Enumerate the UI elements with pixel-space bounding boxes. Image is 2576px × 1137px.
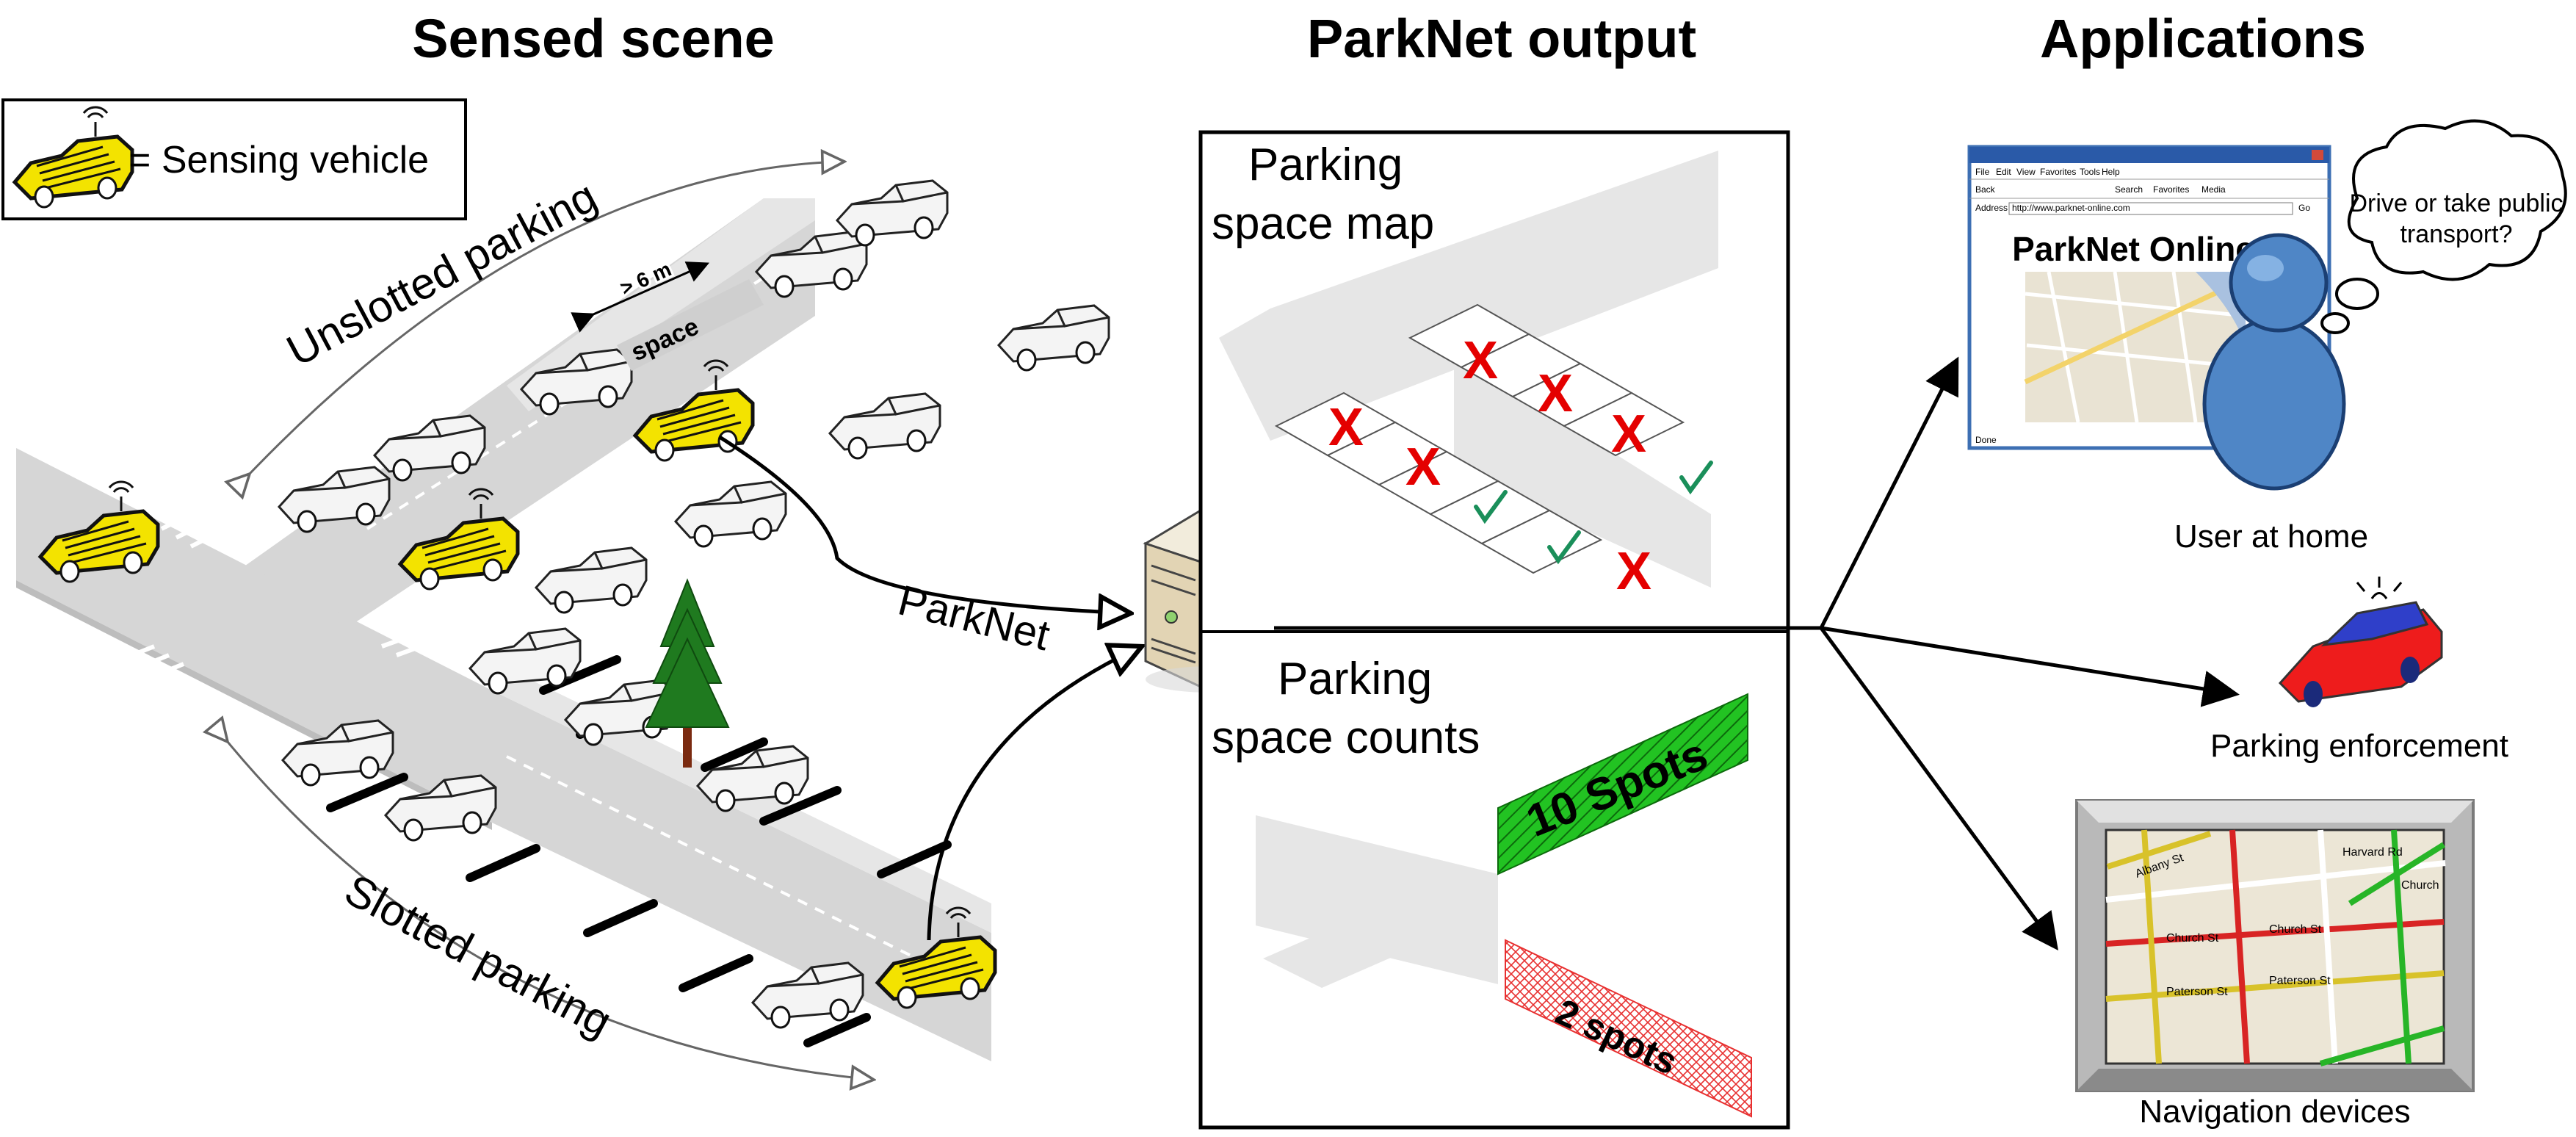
free-check-icon <box>1547 530 1581 565</box>
occupied-mark: X <box>1463 331 1498 390</box>
nav-street-label: Church St <box>2269 923 2322 936</box>
police-car-icon <box>2278 577 2443 707</box>
browser-search-button[interactable]: Search <box>2115 184 2143 195</box>
free-check-icon <box>1474 490 1508 524</box>
browser-menu-edit[interactable]: Edit <box>1996 167 2011 177</box>
upload-link-bottom <box>927 646 1142 941</box>
browser-go-button[interactable]: Go <box>2298 203 2310 213</box>
parking-enforcement-label: Parking enforcement <box>2210 728 2508 764</box>
counts-road-2 <box>1263 881 1498 988</box>
red-spots-bar <box>1505 939 1752 1118</box>
map-road-1 <box>1219 151 1718 441</box>
nav-street-label: Church <box>2401 879 2439 892</box>
green-spots-bar <box>1497 693 1748 876</box>
occupied-mark: X <box>1538 364 1573 423</box>
browser-back-button[interactable]: Back <box>1975 184 1996 195</box>
header-sensed-scene: Sensed scene <box>412 8 775 69</box>
parknet-link-label: ParkNet <box>894 577 1054 660</box>
nav-street-label: Harvard Rd <box>2342 846 2403 859</box>
browser-menu-favorites[interactable]: Favorites <box>2040 167 2076 177</box>
browser-menu-file[interactable]: File <box>1975 167 1990 177</box>
counts-title-line2: space counts <box>1212 712 1480 763</box>
map-title-line2: space map <box>1212 198 1434 249</box>
browser-address-field[interactable]: http://www.parknet-online.com <box>2012 203 2130 213</box>
navigation-devices-label: Navigation devices <box>2139 1094 2410 1130</box>
header-parknet-output: ParkNet output <box>1307 8 1696 69</box>
sensed-scene: space > 6 m Unslotted parking Slotted pa… <box>16 162 1142 1080</box>
browser-menu-help[interactable]: Help <box>2102 167 2120 177</box>
unslotted-arc <box>250 162 844 474</box>
occupied-mark: X <box>1616 542 1651 601</box>
counts-title-line1: Parking <box>1278 654 1432 704</box>
legend-text: = Sensing vehicle <box>129 139 429 181</box>
map-title-line1: Parking <box>1248 140 1403 190</box>
browser-menu-view[interactable]: View <box>2016 167 2036 177</box>
user-at-home-label: User at home <box>2174 519 2368 555</box>
thought-line2: transport? <box>2400 220 2512 248</box>
upload-link-top <box>718 435 1131 613</box>
distribution-arrows <box>1274 356 2240 951</box>
crosswalk <box>116 512 435 681</box>
browser-status: Done <box>1975 435 1997 445</box>
occupied-mark: X <box>1611 405 1646 463</box>
nav-street-label: Paterson St <box>2166 986 2228 998</box>
browser-map <box>2024 271 2247 423</box>
tree-icon <box>645 578 730 768</box>
slotted-arc <box>228 742 874 1080</box>
thought-line1: Drive or take public <box>2349 190 2563 217</box>
browser-favorites-button[interactable]: Favorites <box>2153 184 2189 195</box>
occupied-mark: X <box>1405 438 1441 497</box>
header-applications: Applications <box>2040 8 2366 69</box>
map-road-2 <box>1454 353 1711 588</box>
map-cells <box>1274 303 1685 574</box>
browser-menu-tools[interactable]: Tools <box>2080 167 2100 177</box>
browser-page-title: ParkNet Online <box>2012 230 2254 268</box>
parknet-output-panel: Parking space map X X X X X X Parking sp… <box>1198 130 1790 1130</box>
nav-street-label: Paterson St <box>2269 975 2331 987</box>
user-avatar-icon <box>2202 233 2346 491</box>
occupied-mark: X <box>1328 398 1364 457</box>
nav-map <box>2105 829 2446 1066</box>
slotted-parking-label: Slotted parking <box>337 865 620 1046</box>
free-check-icon <box>1679 461 1713 495</box>
browser-address-label: Address <box>1975 203 2008 213</box>
counts-road-1 <box>1256 815 1498 984</box>
thought-bubble: Drive or take public transport? <box>2320 119 2567 334</box>
browser-media-button[interactable]: Media <box>2201 184 2226 195</box>
nav-street-label: Church St <box>2166 932 2219 945</box>
navigation-device: Albany St Church St Paterson St Church S… <box>2075 799 2475 1092</box>
legend: = Sensing vehicle <box>1 98 467 220</box>
